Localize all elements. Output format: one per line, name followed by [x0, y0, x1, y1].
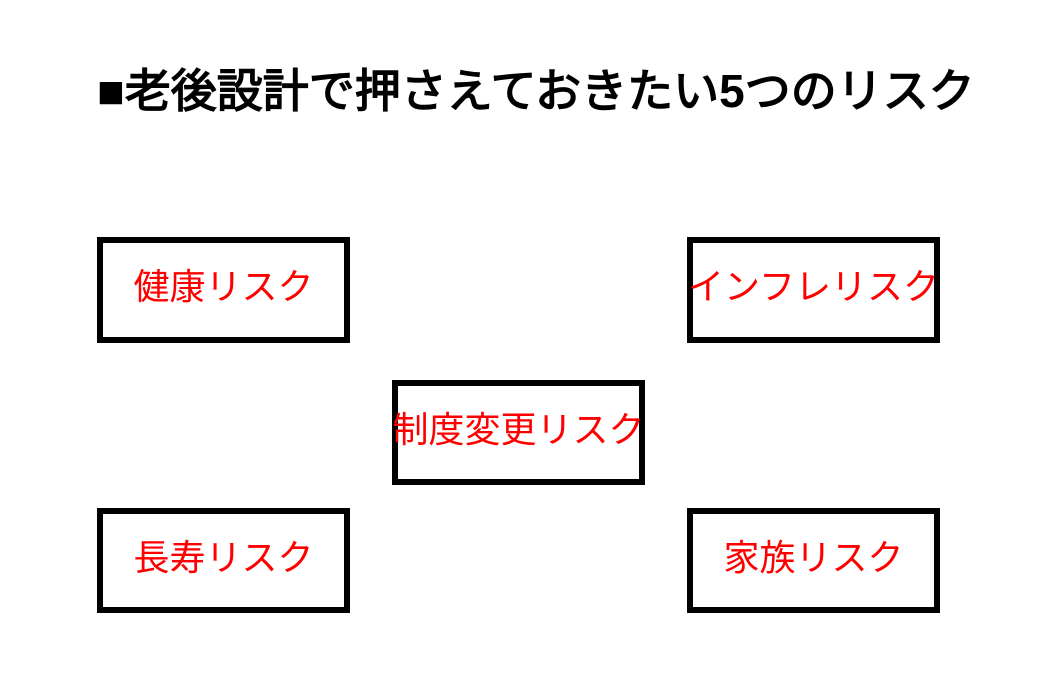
risk-box-health[interactable]: 健康リスク	[97, 237, 350, 343]
risk-box-family[interactable]: 家族リスク	[687, 508, 940, 613]
page-title: ■老後設計で押さえておきたい5つのリスク	[97, 60, 977, 122]
risk-box-inflation[interactable]: インフレリスク	[687, 237, 940, 343]
risk-label-system-change: 制度変更リスク	[392, 408, 645, 450]
page-title-text: 老後設計で押さえておきたい5つのリスク	[124, 65, 975, 117]
title-bullet-icon: ■	[97, 65, 125, 117]
risk-box-longevity[interactable]: 長寿リスク	[97, 508, 350, 613]
risk-box-system-change[interactable]: 制度変更リスク	[392, 380, 645, 485]
risk-label-family: 家族リスク	[723, 536, 904, 578]
risk-label-health: 健康リスク	[133, 266, 314, 307]
risk-label-inflation: インフレリスク	[688, 266, 939, 307]
risk-label-longevity: 長寿リスク	[133, 536, 314, 578]
